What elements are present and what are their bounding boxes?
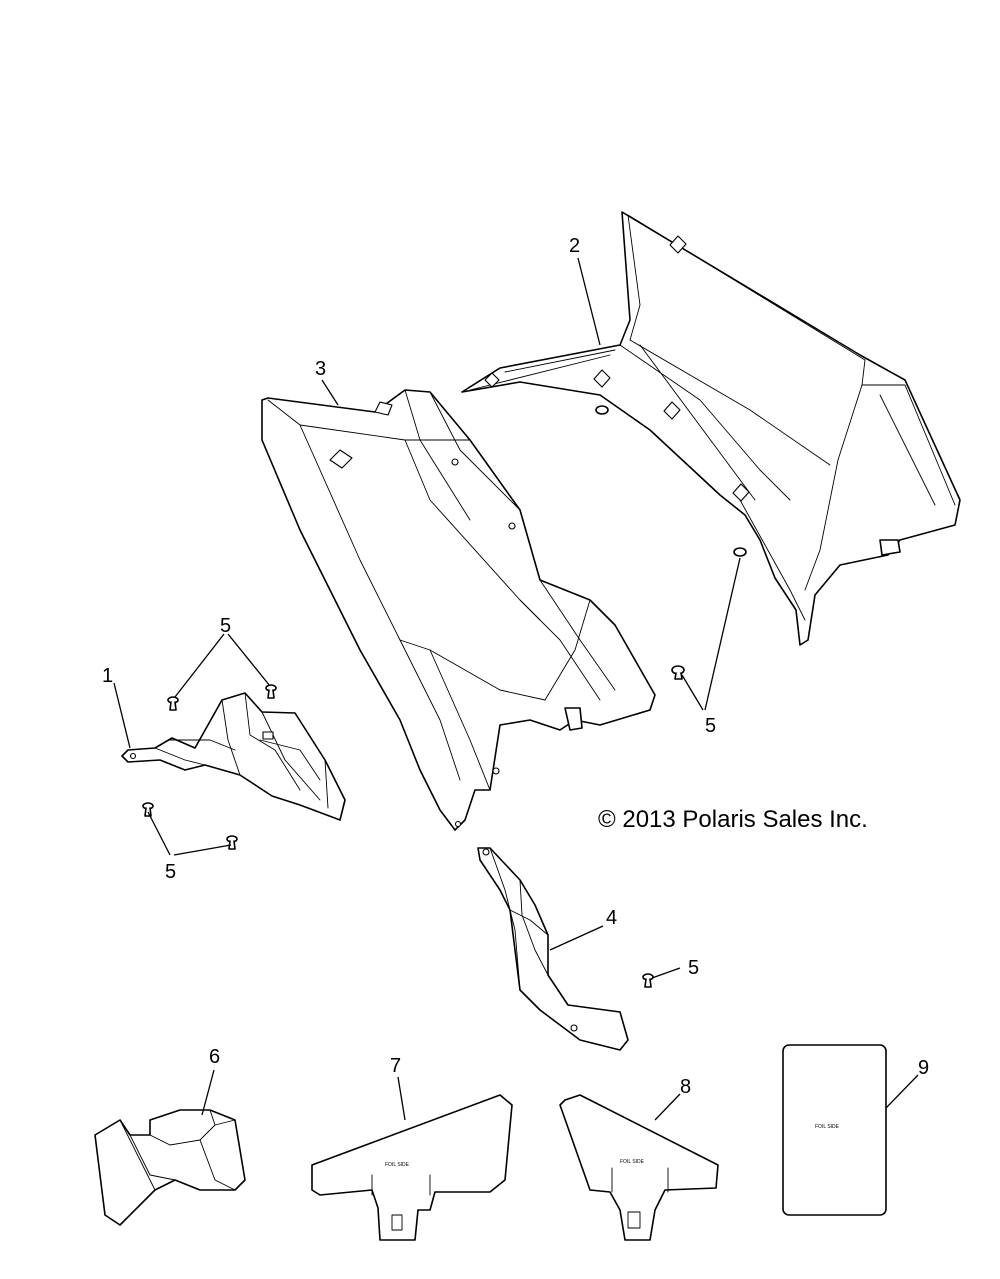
part-6-heat-shield [94,1109,246,1226]
callout-6: 6 [209,1046,220,1068]
callout-5-deflector: 5 [688,957,699,979]
callout-3: 3 [315,358,326,380]
callout-5-top-left: 5 [220,615,231,637]
part-9-insulation-sheet [782,1044,887,1216]
leader-line-6 [201,1069,215,1116]
leader-line-5b [147,811,171,856]
push-rivet-icon [167,696,179,711]
part-4-deflector [477,847,629,1051]
leader-line-5b [173,844,232,856]
leader-lines [113,257,919,1121]
leader-line-1 [113,682,131,749]
push-rivet-icon [226,835,238,850]
callout-1: 1 [102,665,113,687]
callout-5-bottom-left: 5 [165,861,176,883]
part-2-rear-panel [461,211,961,646]
callout-8: 8 [680,1076,691,1098]
callout-2: 2 [569,235,580,257]
leader-line-8 [654,1093,681,1121]
part-3-side-panel [261,389,656,831]
callout-4: 4 [606,907,617,929]
foil-side-label: FOIL SIDE [620,1159,645,1165]
foil-side-label: FOIL SIDE [815,1124,840,1130]
leader-line-4 [549,925,604,951]
leader-line-5a [227,633,271,687]
callout-5-right: 5 [705,715,716,737]
leader-line-5c [681,674,704,711]
copyright-notice: © 2013 Polaris Sales Inc. [598,806,868,833]
leader-line-3 [321,379,339,406]
part-8-insulation-pad [559,1094,719,1241]
leader-line-5d [651,967,681,979]
leader-line-5a [174,633,225,698]
push-rivet-icon [733,547,747,557]
leader-line-7 [397,1076,406,1121]
push-rivet-icon [265,684,277,699]
foil-side-label: FOIL SIDE [385,1162,410,1168]
leader-line-5c [704,557,741,711]
callout-9: 9 [918,1057,929,1079]
push-rivet-icon [595,405,609,415]
push-rivet-icon [642,973,654,988]
part-7-insulation-pad [311,1094,513,1241]
part-1-bracket [121,692,346,821]
push-rivet-icon [142,802,154,817]
callout-numbers: 1 2 3 4 5 5 5 5 6 7 8 9 [102,235,929,1098]
callout-7: 7 [390,1055,401,1077]
push-rivet-icon [671,665,685,680]
leader-line-9 [885,1074,919,1109]
leader-line-2 [577,257,601,346]
